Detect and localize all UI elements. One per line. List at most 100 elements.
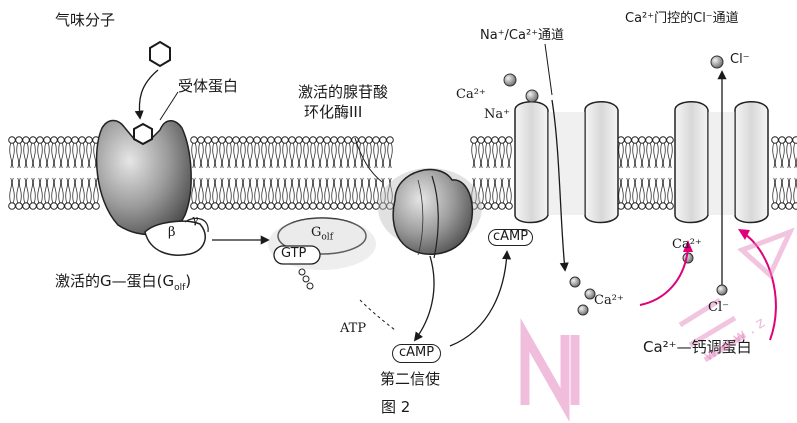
activated-g-text: 激活的G—蛋白(G	[55, 272, 174, 290]
lipid-tail	[271, 143, 273, 168]
lipid-tail	[376, 178, 378, 203]
lipid-tail	[780, 178, 782, 203]
cl-inside-label: Cl⁻	[708, 301, 729, 316]
lipid-tail	[500, 143, 502, 168]
lipid-tail	[215, 178, 217, 203]
lipid-tail	[220, 143, 222, 168]
lipid-head	[37, 137, 44, 144]
lipid-tail	[346, 143, 348, 168]
lipid-tail	[635, 178, 637, 203]
lipid-head	[219, 203, 226, 210]
lipid-head	[303, 203, 310, 210]
lipid-head	[779, 203, 786, 210]
lipid-tail	[236, 178, 238, 203]
lipid-tail	[243, 143, 245, 168]
lipid-head	[72, 137, 79, 144]
lipid-head	[779, 137, 786, 144]
adenylyl-label-line2: 环化酶III	[304, 104, 362, 121]
lipid-tail	[626, 143, 628, 168]
lipid-head	[37, 203, 44, 210]
lipid-tail	[306, 178, 308, 203]
adenylyl-cyclase	[378, 168, 482, 258]
lipid-head	[289, 137, 296, 144]
lipid-tail	[381, 143, 383, 168]
lipid-tail	[789, 178, 791, 203]
lipid-tail	[17, 178, 19, 203]
lipid-head	[653, 203, 660, 210]
lipid-head	[191, 137, 198, 144]
lipid-tail	[199, 178, 201, 203]
lipid-tail	[619, 143, 621, 168]
lipid-head	[485, 137, 492, 144]
lipid-head	[478, 137, 485, 144]
lipid-tail	[80, 178, 82, 203]
atp-label: ATP	[340, 322, 366, 337]
lipid-tail	[488, 143, 490, 168]
lipid-tail	[213, 178, 215, 203]
lipid-tail	[775, 178, 777, 203]
lipid-tail	[227, 178, 229, 203]
lipid-tail	[782, 178, 784, 203]
lipid-tail	[782, 143, 784, 168]
lipid-tail	[262, 178, 264, 203]
lipid-head	[23, 137, 30, 144]
cl-ion-outside	[711, 56, 723, 68]
lipid-tail	[10, 143, 12, 168]
lipid-tail	[24, 143, 26, 168]
odorant-label: 气味分子	[55, 12, 115, 29]
lipid-tail	[250, 143, 252, 168]
lipid-head	[793, 137, 797, 144]
lipid-tail	[292, 143, 294, 168]
lipid-head	[632, 137, 639, 144]
lipid-tail	[278, 178, 280, 203]
lipid-tail	[208, 178, 210, 203]
lipid-head	[387, 137, 394, 144]
lipid-tail	[257, 178, 259, 203]
activated-g-close: )	[185, 272, 191, 290]
lipid-tail	[283, 178, 285, 203]
lipid-head	[296, 137, 303, 144]
lipid-tail	[502, 143, 504, 168]
atp-to-camp-arrow	[415, 256, 434, 340]
lipid-head	[366, 203, 373, 210]
lipid-tail	[642, 178, 644, 203]
lipid-tail	[40, 143, 42, 168]
lipid-tail	[502, 178, 504, 203]
lipid-tail	[794, 178, 796, 203]
activated-g-subscript: olf	[174, 283, 185, 293]
lipid-head	[58, 203, 65, 210]
lipid-head	[289, 203, 296, 210]
lipid-tail	[269, 143, 271, 168]
lipid-tail	[215, 143, 217, 168]
lipid-tail	[208, 143, 210, 168]
lipid-tail	[369, 143, 371, 168]
lipid-head	[310, 137, 317, 144]
lipid-head	[499, 203, 506, 210]
lipid-head	[625, 203, 632, 210]
lipid-tail	[325, 178, 327, 203]
na-ca-label-line	[545, 44, 552, 95]
lipid-tail	[59, 143, 61, 168]
lipid-head	[226, 137, 233, 144]
lipid-tail	[75, 178, 77, 203]
lipid-tail	[362, 143, 364, 168]
lipid-tail	[45, 143, 47, 168]
lipid-tail	[654, 143, 656, 168]
lipid-head	[667, 203, 674, 210]
lipid-head	[639, 203, 646, 210]
lipid-tail	[304, 178, 306, 203]
lipid-tail	[374, 143, 376, 168]
lipid-head	[93, 203, 100, 210]
odorant-binding-arrow	[139, 70, 158, 118]
lipid-tail	[276, 178, 278, 203]
lipid-tail	[621, 143, 623, 168]
lipid-head	[9, 137, 16, 144]
lipid-tail	[222, 143, 224, 168]
lipid-tail	[26, 178, 28, 203]
lipid-head	[646, 203, 653, 210]
lipid-head	[352, 203, 359, 210]
lipid-tail	[647, 178, 649, 203]
lipid-tail	[628, 143, 630, 168]
lipid-head	[324, 137, 331, 144]
camp-center-label: cAMP	[392, 344, 441, 363]
